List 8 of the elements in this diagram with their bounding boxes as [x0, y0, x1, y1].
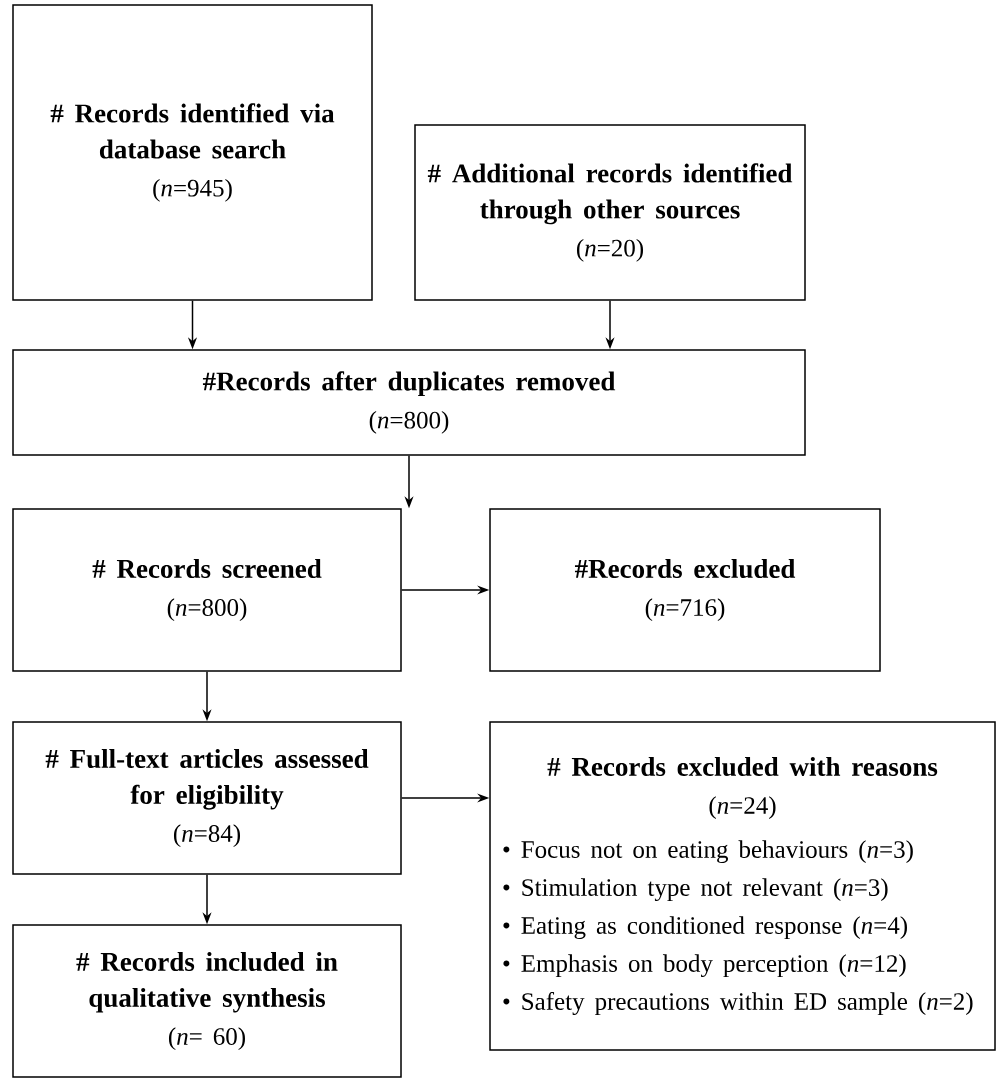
process-box: #Records excluded (n=716): [489, 508, 881, 672]
process-box: # Full-text articles assessed for eligibility (n=84): [12, 721, 402, 875]
process-box: # Records included in qualitative synthesis (n= 60): [12, 924, 402, 1078]
process-box: # Additional records identified through other sources (n=20): [414, 124, 806, 301]
process-box: #Records after duplicates removed (n=800): [12, 349, 806, 456]
process-box: # Records excluded with reasons (n=24) • Focus not on eating behaviours (n=3) • Stimulation type not relevant (n=3) • Eating as conditioned response (n=4) • Emphasis on body perception (n=12) • Safety precautions within ED sample (n=2): [489, 721, 996, 1051]
process-box: # Records screened (n=800): [12, 508, 402, 672]
process-box: # Records identified via database search (n=945): [12, 4, 373, 301]
